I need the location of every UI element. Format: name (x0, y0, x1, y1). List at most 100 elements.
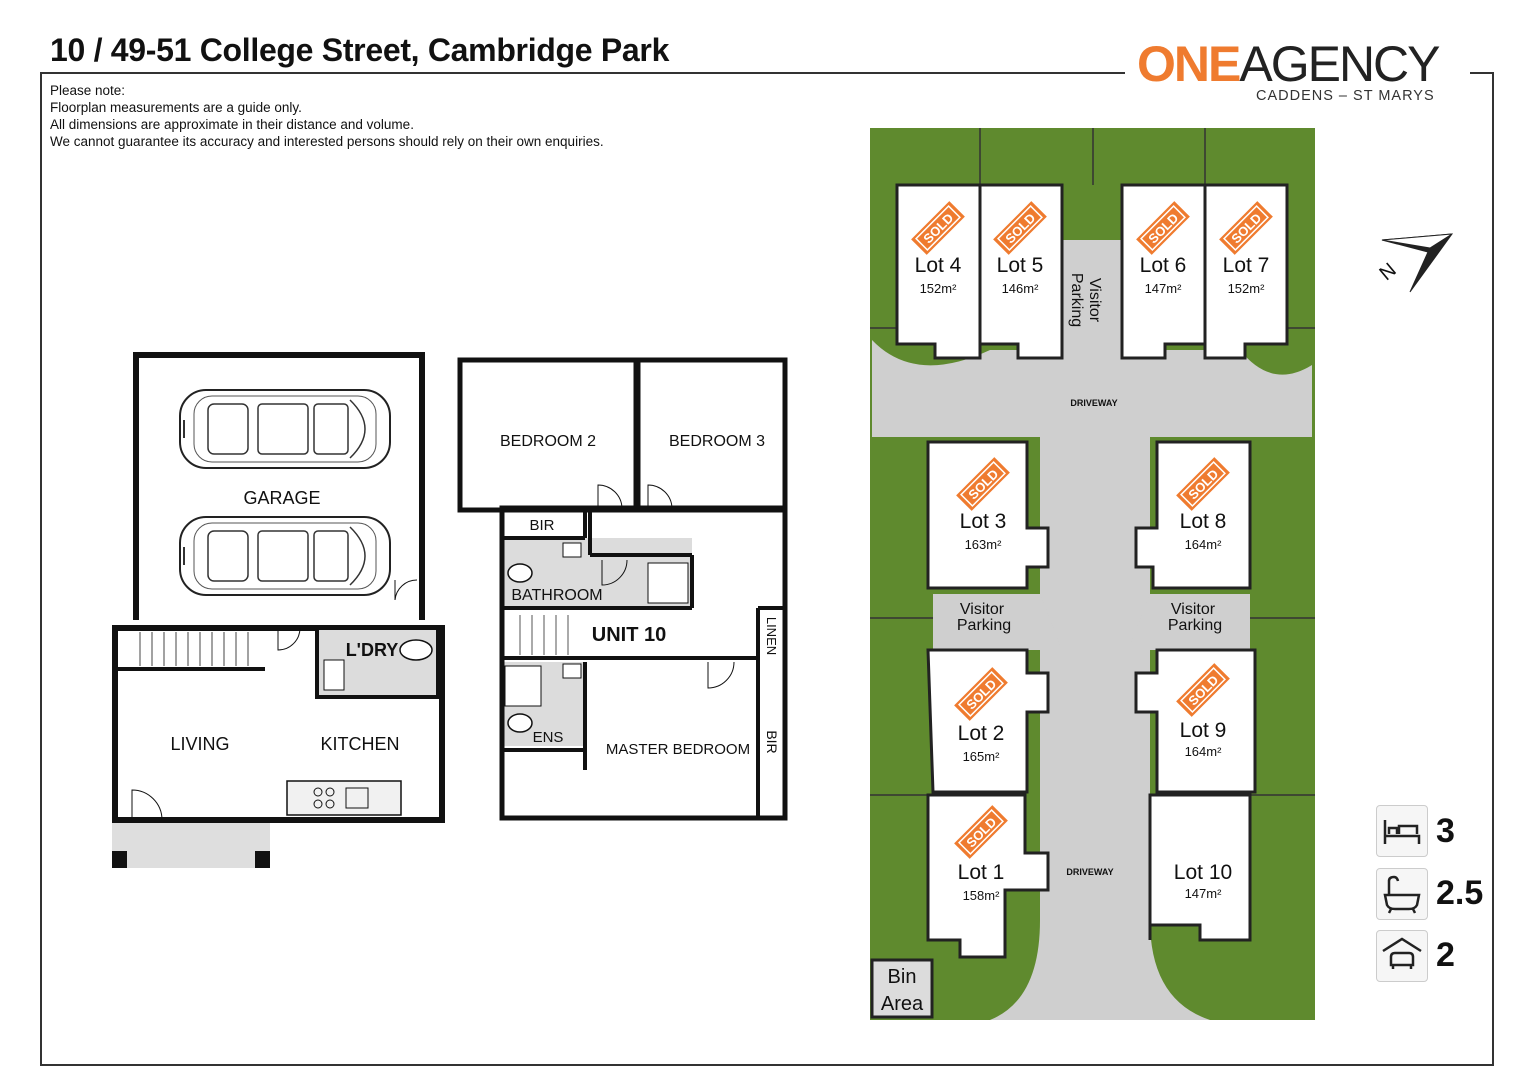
lot-area: 164m² (1185, 744, 1223, 759)
sold-badge-bg (1219, 201, 1273, 255)
north-arrow-tail (1381, 233, 1453, 249)
lot-name: Lot 8 (1180, 510, 1227, 533)
agency-logo: ONEAGENCY (1137, 36, 1441, 92)
lot-name: Lot 5 (997, 254, 1044, 277)
sold-badge-bg (1176, 457, 1230, 511)
bedroom-2-label: BEDROOM 2 (500, 433, 596, 450)
note-line: Floorplan measurements are a guide only. (50, 100, 302, 115)
sold-badge-bg (956, 457, 1010, 511)
visitor-parking-label: Parking (1068, 273, 1085, 327)
bedrooms-count: 3 (1436, 812, 1455, 850)
visitor-parking-label: Visitor (1086, 278, 1103, 323)
driveway-label: DRIVEWAY (1070, 398, 1117, 408)
lot-name: Lot 1 (958, 861, 1005, 884)
bathrooms-count: 2.5 (1436, 874, 1484, 912)
sold-badge-bg (954, 667, 1008, 721)
sold-badge-border (915, 205, 961, 251)
lot-outline (926, 440, 1050, 590)
garage-label: GARAGE (243, 488, 320, 508)
sold-badge-border (958, 671, 1004, 717)
page-frame (40, 72, 1494, 1066)
visitor-parking-label: Visitor (1171, 601, 1216, 618)
lot-outline (1148, 793, 1252, 942)
ground-floor-plan (112, 352, 445, 868)
lot-area: 164m² (1185, 537, 1223, 552)
bed-icon (1376, 805, 1428, 857)
lot-outline (978, 183, 1064, 360)
lot-area: 147m² (1185, 886, 1223, 901)
visitor-parking-label: Parking (1168, 617, 1222, 634)
ensuite-label: ENS (533, 729, 564, 746)
logo-office: CADDENS – ST MARYS (1256, 88, 1435, 104)
sold-badge-border (1180, 667, 1226, 713)
north-label: N (1375, 259, 1400, 285)
garage-count: 2 (1436, 936, 1455, 974)
logo-backdrop (1125, 66, 1470, 100)
logo-one: ONE (1137, 36, 1241, 92)
lot-name: Lot 10 (1174, 861, 1232, 884)
lot-name: Lot 6 (1140, 254, 1187, 277)
bathroom-label: BATHROOM (511, 587, 602, 604)
note-line: We cannot guarantee its accuracy and int… (50, 134, 604, 149)
visitor-parking-label: Visitor (960, 601, 1005, 618)
first-floor-plan (457, 357, 788, 821)
lot-area: 165m² (963, 749, 1001, 764)
sold-badge: SOLD (956, 457, 1010, 511)
sold-badge-border (1180, 461, 1226, 507)
bath-icon (1376, 868, 1428, 920)
visitor-bay-right (1130, 594, 1250, 650)
sold-badge-border (960, 461, 1006, 507)
sold-badge-bg (911, 201, 965, 255)
driveway-label: DRIVEWAY (1066, 867, 1113, 877)
driveway-entry (1063, 240, 1125, 360)
sold-badge-border (1223, 205, 1269, 251)
lot-10: Lot 10 147m² (1148, 793, 1252, 942)
bin-area (870, 958, 934, 1019)
bedroom-3-label: BEDROOM 3 (669, 433, 765, 450)
lot-area: 146m² (1002, 281, 1040, 296)
lot-outline (926, 793, 1050, 959)
living-label: LIVING (170, 734, 229, 754)
linen-label: LINEN (764, 617, 779, 655)
visitor-parking-label: Parking (957, 617, 1011, 634)
bir-label: BIR (529, 517, 554, 534)
car-garage-icon (1376, 930, 1428, 982)
disclaimer-note: Please note: Floorplan measurements are … (50, 82, 604, 150)
visitor-bay-left (933, 594, 1060, 650)
page-title: 10 / 49-51 College Street, Cambridge Par… (50, 32, 670, 68)
lot-area: 152m² (1228, 281, 1266, 296)
lot-outline (926, 648, 1050, 794)
sold-badge-border (1140, 205, 1186, 251)
sold-badge-border (958, 809, 1004, 855)
lot-area: 147m² (1145, 281, 1183, 296)
north-arrow-icon (1381, 233, 1454, 293)
sold-badge-bg (993, 201, 1047, 255)
laundry-label: L'DRY (346, 640, 399, 660)
lot-outline (1203, 183, 1289, 360)
site-plan: DRIVEWAYDRIVEWAYVisitorParkingVisitorPar… (870, 128, 1454, 1020)
lot-name: Lot 9 (1180, 719, 1227, 742)
lot-name: Lot 2 (958, 722, 1005, 745)
note-line: Please note: (50, 83, 126, 98)
bin-area-label: Bin (888, 966, 917, 988)
bin-area-label: Area (881, 993, 924, 1015)
lot-outline (1134, 648, 1257, 794)
sold-badge-border (997, 205, 1043, 251)
sold-badge-bg (954, 805, 1008, 859)
logo-agency: AGENCY (1239, 36, 1440, 92)
sold-badge-bg (1176, 663, 1230, 717)
lot-area: 163m² (965, 537, 1003, 552)
sold-badge-bg (1136, 201, 1190, 255)
lot-area: 152m² (920, 281, 958, 296)
cross-driveway (872, 340, 1312, 437)
